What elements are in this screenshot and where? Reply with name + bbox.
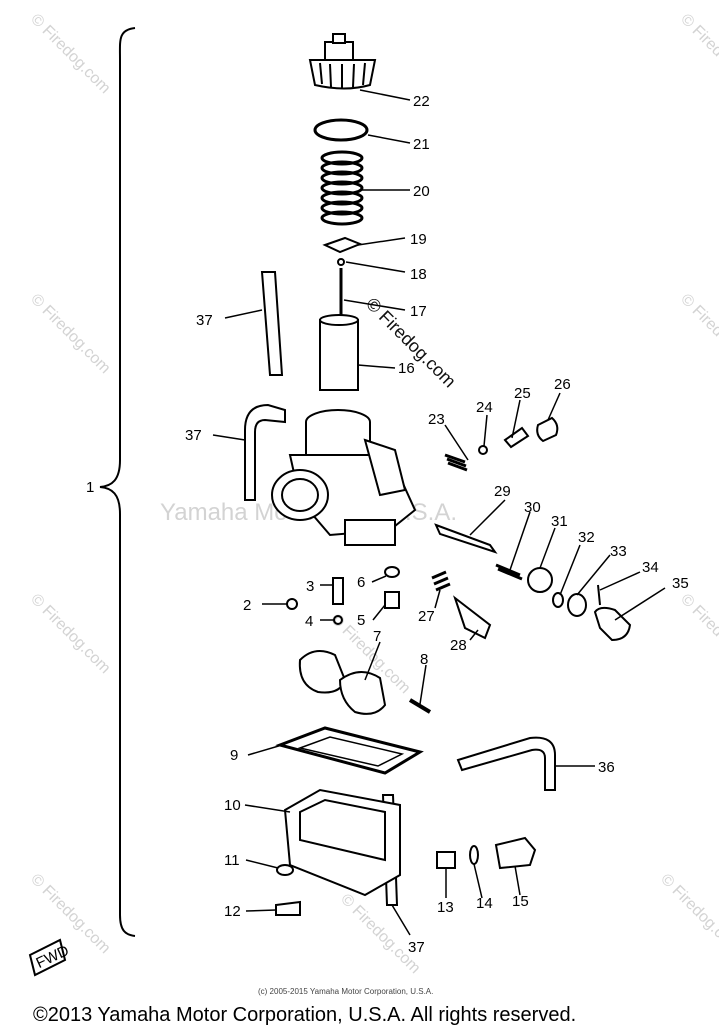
part-18-clip [337,258,345,266]
part-26-cap [536,416,559,443]
label-11: 11 [224,852,240,869]
small-copyright: (c) 2005-2015 Yamaha Motor Corporation, … [258,987,433,996]
part-24-washer [478,445,488,455]
part-9-gasket [275,726,424,775]
label-19: 19 [410,231,427,248]
label-26: 26 [554,376,571,393]
label-15: 15 [512,893,529,910]
watermark-firedog-1: © Firedog.com [27,11,113,97]
watermark-firedog-6: © Firedog.com [677,591,719,677]
label-9: 9 [230,747,238,764]
assembly-bracket [99,27,136,937]
label-33: 33 [610,543,627,560]
part-2-jet [286,598,298,610]
footer-copyright: ©2013 Yamaha Motor Corporation, U.S.A. A… [33,1004,577,1026]
part-11-washer [276,864,294,876]
part-29-plunger [434,523,498,554]
label-17: 17 [410,303,427,320]
part-13-fitting [436,851,456,869]
part-20-spring [320,150,364,226]
label-13: 13 [437,899,454,916]
label-5: 5 [357,612,365,629]
part-14-oring [469,845,479,865]
watermark-firedog-8: © Firedog.com [657,871,719,957]
watermark-firedog-2: © Firedog.com [677,11,719,97]
label-28: 28 [450,637,467,654]
label-35: 35 [672,575,689,592]
part-35-cover [593,606,632,642]
label-22: 22 [413,93,430,110]
part-15-drain-plug [494,836,537,870]
part-16-throttle-valve [319,314,359,391]
part-31-nut [527,567,553,593]
watermark-firedog-4: © Firedog.com [677,291,719,377]
part-25-screw [503,426,530,449]
part-21-ring [313,118,369,142]
part-7-float [298,650,387,715]
label-1: 1 [86,479,94,496]
part-30-spring [495,563,523,581]
part-10-float-bowl [283,788,401,897]
part-34-pin [597,584,601,606]
label-24: 24 [476,399,493,416]
label-32: 32 [578,529,595,546]
label-2: 2 [243,597,251,614]
label-4: 4 [305,613,313,630]
part-9-gasket-inner [297,736,405,767]
part-19-plate [322,236,363,254]
label-23: 23 [428,411,445,428]
part-32-ring [552,592,564,608]
leader-lines [212,89,666,936]
fwd-arrow: FWD [28,938,72,977]
label-37-upper: 37 [196,312,213,329]
label-27: 27 [418,608,435,625]
label-29: 29 [494,483,511,500]
label-30: 30 [524,499,541,516]
carburetor-body [271,409,417,546]
part-36-tube [456,736,556,791]
part-27-spring [431,570,451,592]
label-7: 7 [373,628,381,645]
part-3-needle-jet [332,577,344,605]
label-36: 36 [598,759,615,776]
label-25: 25 [514,385,531,402]
watermark-firedog-3: © Firedog.com [27,291,113,377]
part-8-pin [408,698,432,714]
label-3: 3 [306,578,314,595]
part-22-cap [308,33,377,90]
label-37-left: 37 [185,427,202,444]
label-34: 34 [642,559,659,576]
label-8: 8 [420,651,428,668]
part-37-tube-upper [260,271,284,376]
part-labels: 22 21 20 19 18 17 16 37 37 23 24 25 26 1… [86,93,689,956]
watermark-firedog-5: © Firedog.com [27,591,113,677]
label-18: 18 [410,266,427,283]
label-6: 6 [357,574,365,591]
part-37-tube-left [244,403,286,501]
label-31: 31 [551,513,568,530]
label-14: 14 [476,895,493,912]
watermark-firedog-10: © Firedog.com [337,891,423,977]
part-6-ring [384,566,400,578]
label-12: 12 [224,903,241,920]
label-21: 21 [413,136,430,153]
part-28-screw [453,595,492,640]
label-16: 16 [398,360,415,377]
part-5-main-jet [384,591,400,609]
part-33-cap [567,593,587,617]
watermark-firedog-7: © Firedog.com [27,871,113,957]
part-23-spring [444,453,468,472]
label-37-lower: 37 [408,939,425,956]
part-12-screw [275,900,301,916]
label-10: 10 [224,797,241,814]
label-20: 20 [413,183,430,200]
